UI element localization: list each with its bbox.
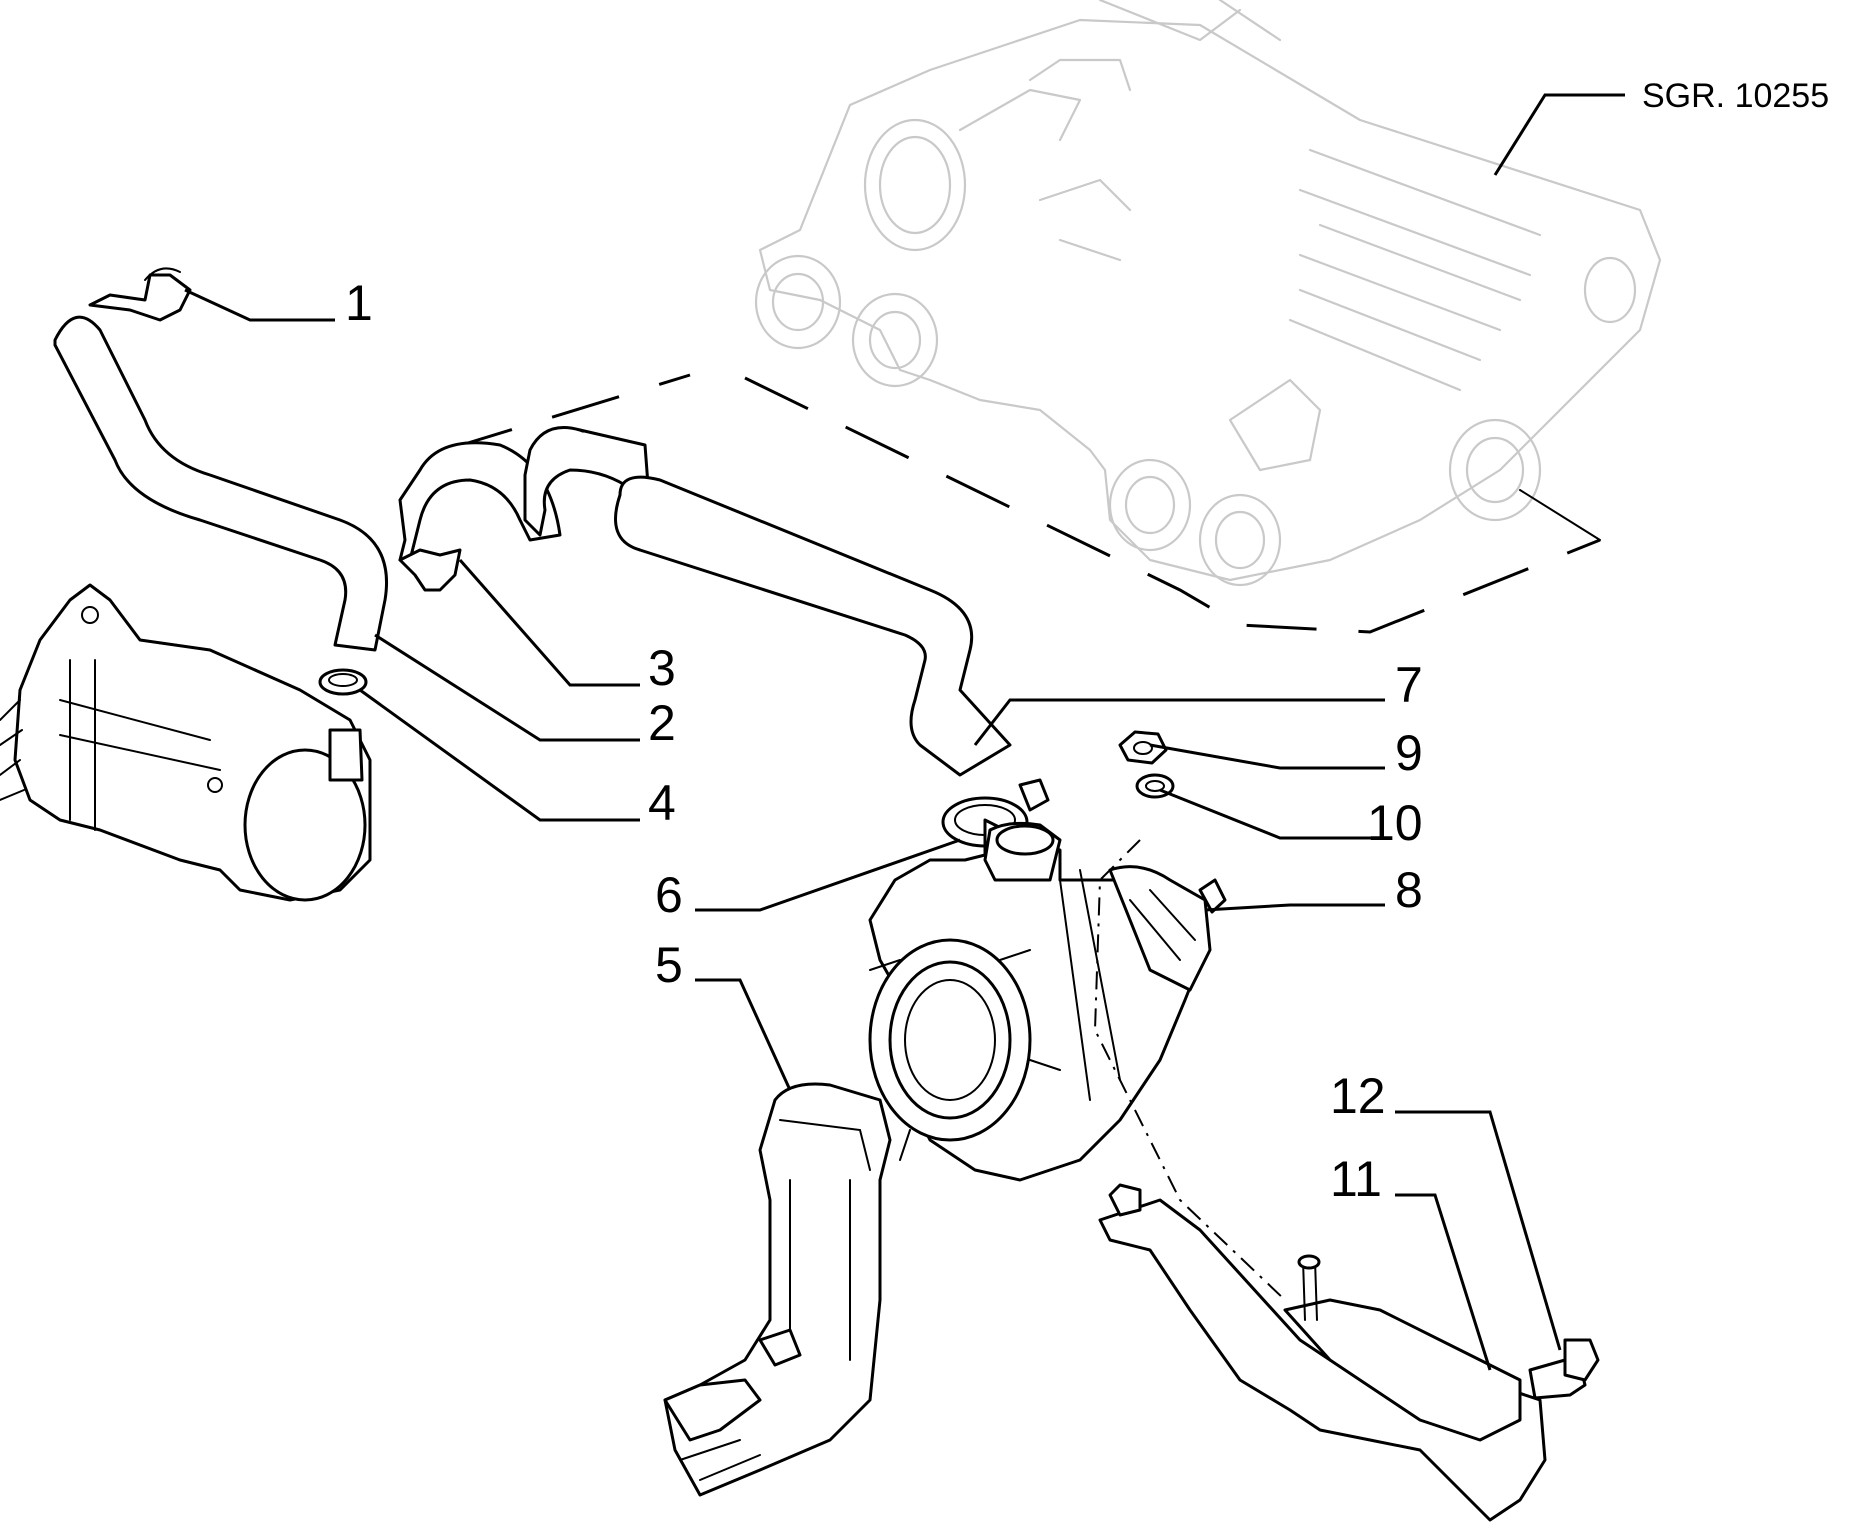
assembly-boundary-lines <box>444 373 1601 634</box>
air-duct-5 <box>663 1082 892 1497</box>
engine-manifold-ghost <box>754 0 1662 587</box>
callout-2: 2 <box>648 695 676 751</box>
bolt-12 <box>1528 1338 1600 1400</box>
leader-lines <box>184 93 1625 1371</box>
callout-12: 12 <box>1330 1068 1386 1124</box>
callout-4: 4 <box>648 775 676 831</box>
mounting-bracket-11 <box>1098 1183 1547 1522</box>
callout-10: 10 <box>1367 795 1423 851</box>
callout-11: 11 <box>1330 1151 1382 1207</box>
callout-7: 7 <box>1395 657 1423 713</box>
assembly-axis-line <box>1093 839 1286 1301</box>
callout-3: 3 <box>648 640 676 696</box>
hose-bracket-3 <box>398 426 652 592</box>
callout-5: 5 <box>655 937 683 993</box>
hose-clamp-4 <box>318 668 368 696</box>
callout-9: 9 <box>1395 725 1423 781</box>
hose-large-7 <box>614 475 1012 777</box>
blower-fan-8 <box>868 818 1227 1182</box>
nut-9 <box>1118 730 1168 765</box>
callout-6: 6 <box>655 867 683 923</box>
alternator <box>0 583 372 902</box>
hose-left <box>53 267 388 652</box>
callout-1: 1 <box>345 275 373 331</box>
callout-8: 8 <box>1395 862 1423 918</box>
reference-code: SGR. 10255 <box>1642 77 1829 115</box>
